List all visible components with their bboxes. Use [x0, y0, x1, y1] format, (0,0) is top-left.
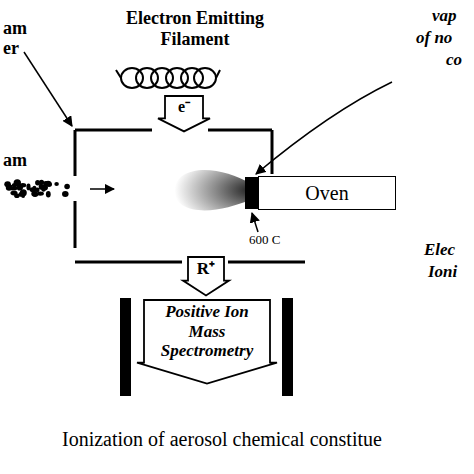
node-text: e⁻ — [167, 98, 201, 116]
cut-label: Elec — [424, 240, 455, 260]
cut-label: am — [3, 150, 27, 171]
heater-tip — [245, 177, 258, 209]
cut-label: Ioni — [428, 262, 457, 282]
ion-optics-bar — [282, 298, 293, 396]
node-text: Oven — [263, 182, 391, 205]
ion-beam-arrow: R⁺ — [182, 256, 230, 297]
cut-label: er — [3, 38, 19, 59]
vapor-plume — [175, 170, 251, 210]
cut-label: co — [446, 50, 462, 70]
vapor-arrow — [256, 82, 392, 174]
leader-line — [24, 52, 72, 126]
filament-label: Electron Emitting Filament — [100, 8, 290, 49]
cut-label: am — [3, 18, 27, 39]
node-text: Positive Ion Mass Spectrometry — [146, 302, 268, 361]
beam-arrow — [90, 188, 114, 190]
ion-optics-bar — [120, 298, 131, 396]
temperature-label: 600 C — [249, 233, 280, 248]
cut-label: of no — [416, 28, 452, 48]
oven-box: Oven — [258, 176, 396, 210]
filament-coil — [116, 68, 220, 88]
mass-spectrometer-arrow: Positive Ion Mass Spectrometry — [136, 299, 278, 385]
leader-line — [252, 213, 258, 232]
electron-beam-arrow: e⁻ — [157, 95, 211, 132]
particle-beam — [4, 179, 70, 198]
cut-label: vap — [432, 6, 457, 26]
figure-caption: Ionization of aerosol chemical constitue — [62, 428, 382, 451]
node-text: R⁺ — [190, 259, 222, 279]
